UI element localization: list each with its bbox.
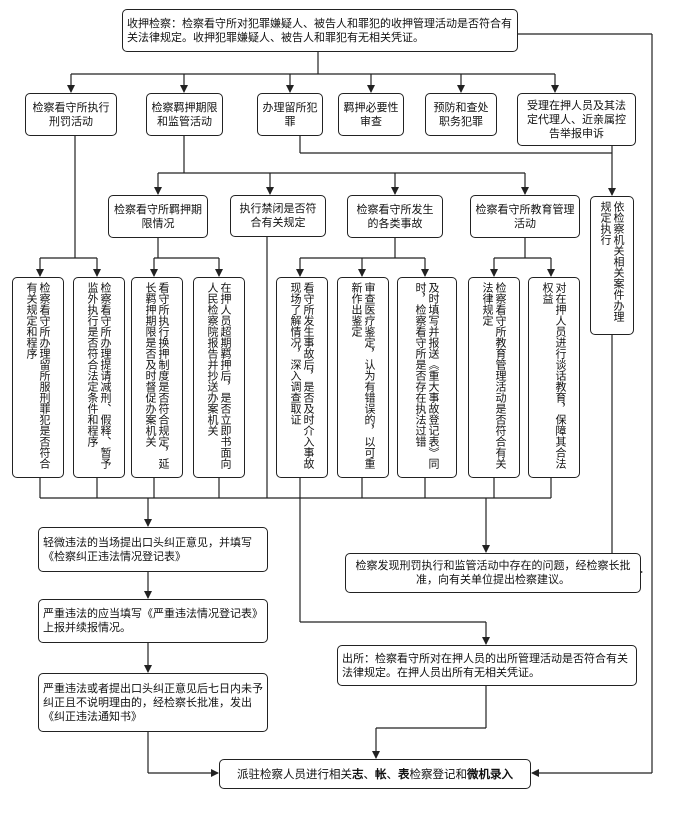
related-case-rules-box: 依检察机关相关案件办理规定执行	[590, 196, 634, 335]
intake-inspection-text: 收押检察：检察看守所对犯罪嫌疑人、被告人和罪犯的收押管理活动是否符合有关法律规定…	[127, 16, 512, 44]
column-box-overdue-custody: 在押人员超期羁押后，是否立即书面向人民检察院报告并抄送办案机关	[193, 277, 245, 478]
row1-label: 办理留所犯罪	[262, 100, 318, 128]
row2-label: 检察看守所教育管理活动	[475, 202, 575, 230]
column-text: 审查医疗鉴定，认为有错误的，以可重新作出鉴定	[350, 282, 376, 469]
bottom-text-account: 帐	[375, 767, 387, 781]
bottom-text-mid: 检察登记和	[409, 767, 468, 781]
row2-label: 检察看守所发生的各类事故	[356, 202, 434, 230]
row2-box-custody-period: 检察看守所羁押期限情况	[108, 195, 208, 238]
row1-box-detention-necessity: 羁押必要性审查	[338, 93, 404, 136]
minor-violation-text: 轻微违法的当场提出口头纠正意见，并填写《检察纠正违法情况登记表》	[43, 535, 252, 563]
column-text: 在押人员超期羁押后，是否立即书面向人民检察院报告并抄送办案机关	[206, 282, 232, 469]
row2-label: 检察看守所羁押期限情况	[114, 202, 202, 230]
column-text: 检察看守所教育管理活动是否符合有关法律规定	[481, 282, 507, 469]
column-box-medical-appraisal: 审查医疗鉴定，认为有错误的，以可重新作出鉴定	[337, 277, 389, 478]
correction-notice-box: 严重违法或者提出口头纠正意见后七日内未予纠正且不说明理由的，经检察长批准，发出《…	[38, 673, 268, 732]
row1-label: 受理在押人员及其法定代理人、近亲属控告举报申诉	[527, 98, 626, 140]
column-box-major-accident-report: 及时填写并报送《重大事故登记表》同时，检察看守所是否存在执法过错	[397, 277, 457, 478]
row1-label: 检察看守所执行刑罚活动	[32, 100, 110, 128]
bottom-text-form: 表	[398, 767, 410, 781]
row1-label: 羁押必要性审查	[343, 100, 399, 128]
row2-label: 执行禁闭是否符合有关规定	[239, 202, 317, 229]
column-text: 看守所发生事故后，是否及时介入事故现场了解情况，深入调查取证	[289, 282, 315, 469]
column-text: 及时填写并报送《重大事故登记表》同时，检察看守所是否存在执法过错	[414, 282, 440, 469]
serious-violation-report-text: 严重违法的应当填写《严重违法情况登记表》上报并续报情况。	[43, 607, 263, 634]
row2-box-confinement: 执行禁闭是否符合有关规定	[230, 195, 326, 237]
column-box-detainee-talks: 对在押人员进行谈话教育，保障其合法权益	[528, 277, 580, 478]
row1-box-retained-prisoners: 办理留所犯罪	[257, 93, 323, 136]
column-text: 对在押人员进行谈话教育，保障其合法权益	[541, 282, 567, 469]
column-text: 检察看守所办理留所服刑罪犯是否符合有关规定和程序	[25, 282, 51, 469]
release-inspection-box: 出所：检察看守所对在押人员的出所管理活动是否符合有关法律规定。在押人员出所有无相…	[337, 645, 637, 686]
row1-label: 预防和查处职务犯罪	[433, 100, 489, 128]
bottom-text-sep: 、	[386, 767, 399, 781]
correction-notice-text: 严重违法或者提出口头纠正意见后七日内未予纠正且不说明理由的，经检察长批准，发出《…	[43, 681, 263, 723]
bottom-text-pre: 派驻检察人员进行相关	[237, 767, 352, 781]
registration-entry-text: 派驻检察人员进行相关志、帐、表检察登记和微机录入	[237, 767, 513, 781]
row2-box-education: 检察看守所教育管理活动	[470, 195, 580, 238]
bottom-text-log: 志	[352, 767, 364, 781]
row1-box-complaints: 受理在押人员及其法定代理人、近亲属控告举报申诉	[517, 93, 636, 146]
row1-box-duty-crime: 预防和查处职务犯罪	[425, 93, 497, 136]
row2-box-accidents: 检察看守所发生的各类事故	[347, 195, 443, 238]
intake-inspection-box: 收押检察：检察看守所对犯罪嫌疑人、被告人和罪犯的收押管理活动是否符合有关法律规定…	[122, 9, 518, 52]
column-text: 检察看守所办理提请减刑、假释、暂予监外执行是否符合法定条件和程序	[86, 282, 112, 469]
registration-entry-box: 派驻检察人员进行相关志、帐、表检察登记和微机录入	[219, 759, 531, 789]
procuratorial-suggestion-text: 检察发现刑罚执行和监管活动中存在的问题，经检察长批准，向有关单位提出检察建议。	[355, 559, 631, 586]
row1-box-sentence-execution: 检察看守所执行刑罚活动	[25, 93, 117, 136]
column-text: 看守所执行换押制度是否符合规定，延长羁押期限是否及时督促办案机关	[144, 282, 170, 469]
column-box-retained-serving: 检察看守所办理留所服刑罪犯是否符合有关规定和程序	[12, 277, 64, 478]
procuratorial-suggestion-box: 检察发现刑罚执行和监管活动中存在的问题，经检察长批准，向有关单位提出检察建议。	[345, 553, 641, 593]
row1-label: 检察羁押期限和监管活动	[151, 100, 218, 128]
serious-violation-report-box: 严重违法的应当填写《严重违法情况登记表》上报并续报情况。	[38, 599, 268, 643]
release-inspection-text: 出所：检察看守所对在押人员的出所管理活动是否符合有关法律规定。在押人员出所有无相…	[342, 651, 628, 679]
column-box-accident-investigation: 看守所发生事故后，是否及时介入事故现场了解情况，深入调查取证	[276, 277, 328, 478]
bottom-text-computer-entry: 微机录入	[467, 767, 513, 781]
minor-violation-box: 轻微违法的当场提出口头纠正意见，并填写《检察纠正违法情况登记表》	[38, 527, 268, 572]
row1-box-custody-period: 检察羁押期限和监管活动	[146, 93, 223, 136]
column-box-education-legality: 检察看守所教育管理活动是否符合有关法律规定	[468, 277, 520, 478]
column-box-transfer-custody: 看守所执行换押制度是否符合规定，延长羁押期限是否及时督促办案机关	[131, 277, 183, 478]
related-case-rules-text: 依检察机关相关案件办理规定执行	[599, 201, 625, 322]
bottom-text-sep: 、	[363, 767, 376, 781]
column-box-commutation-parole: 检察看守所办理提请减刑、假释、暂予监外执行是否符合法定条件和程序	[73, 277, 125, 478]
